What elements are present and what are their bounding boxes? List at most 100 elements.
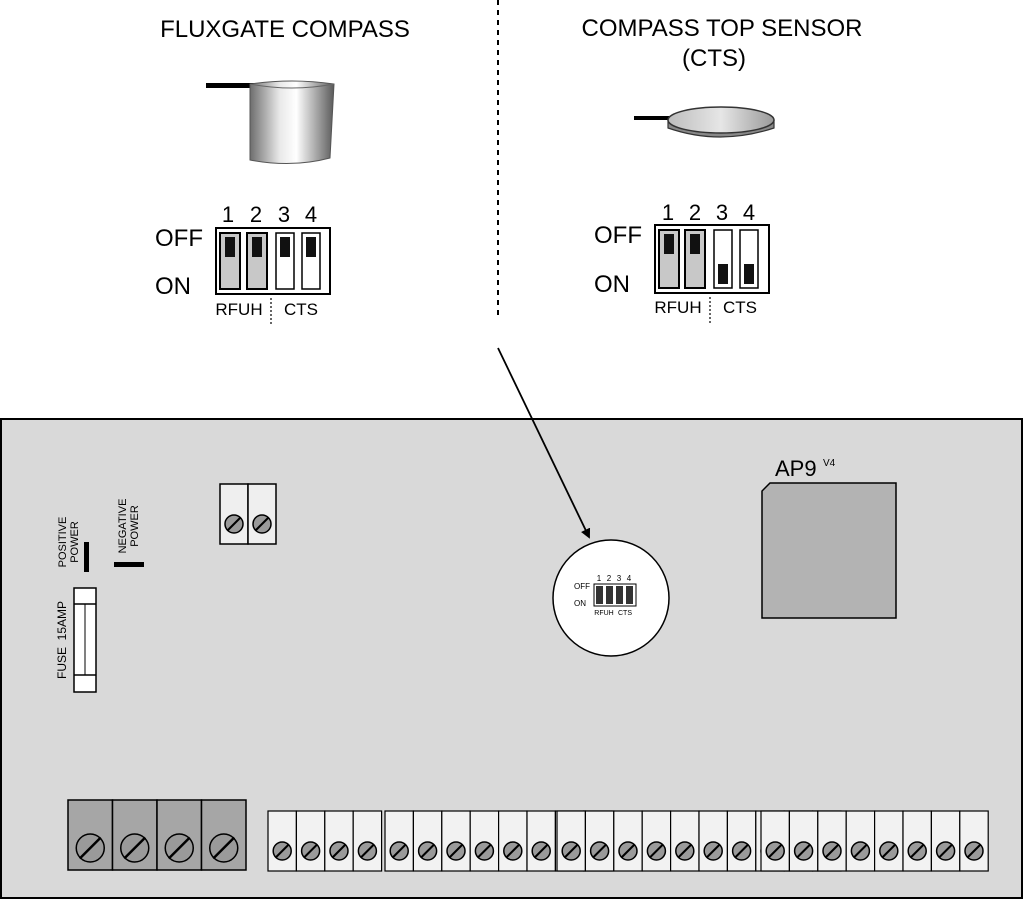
dip-number-4: 4 <box>743 200 755 225</box>
negative-power-text-1: NEGATIVE <box>117 499 129 554</box>
screw-icon <box>389 841 409 861</box>
callout-off-label: OFF <box>574 582 590 591</box>
screw-icon <box>675 841 695 861</box>
terminal-cell <box>726 810 757 872</box>
negative-power-label: NEGATIVE POWER <box>114 499 144 567</box>
screw-icon <box>935 841 956 861</box>
fuse: FUSE 15AMP <box>55 587 97 693</box>
dip-on-label: ON <box>594 271 630 298</box>
terminal-cell <box>817 810 847 872</box>
large-terminal-cell <box>67 799 114 871</box>
screw-icon <box>731 841 752 861</box>
screw-icon <box>850 841 871 861</box>
dip-number-2: 2 <box>250 202 262 227</box>
terminal-cell <box>556 810 586 872</box>
fluxgate-dip-switch: 1 2 3 4 OFF ON RFUH <box>155 202 331 324</box>
screw-icon <box>120 833 150 863</box>
terminal-cell <box>247 483 277 545</box>
callout-number-4: 4 <box>627 574 632 583</box>
large-terminal-cell <box>111 799 158 871</box>
terminal-cell <box>698 810 728 872</box>
cts-title-line2: (CTS) <box>682 45 746 72</box>
callout-number-3: 3 <box>617 574 622 583</box>
positive-power-text-1: POSITIVE <box>57 517 69 568</box>
small-terminal-block <box>219 483 277 545</box>
terminal-group <box>760 810 989 872</box>
chip-label: AP9 <box>775 456 817 481</box>
screw-icon <box>879 841 899 861</box>
terminal-cell <box>902 810 932 872</box>
dip-number-1: 1 <box>222 202 234 227</box>
dip-group-cts: CTS <box>723 298 757 317</box>
screw-icon <box>618 841 638 861</box>
screw-icon <box>503 841 523 861</box>
dip-switch-4 <box>739 229 759 289</box>
terminal-cell <box>219 483 249 545</box>
callout-number-1: 1 <box>597 574 602 583</box>
dip-switch-1 <box>658 229 680 289</box>
dip-switch-4 <box>301 232 321 290</box>
terminal-cell <box>526 810 556 872</box>
dip-switch-2 <box>246 232 268 290</box>
screw-icon <box>646 841 667 861</box>
large-terminal-cell <box>156 799 203 871</box>
dip-switch-1 <box>219 232 241 290</box>
screw-icon <box>300 841 321 861</box>
terminal-cell <box>959 810 989 872</box>
terminal-cell <box>295 810 326 872</box>
screw-icon <box>75 833 105 863</box>
negative-power-text-2: POWER <box>129 505 141 547</box>
screw-icon <box>531 841 551 861</box>
dip-callout: OFF ON 1 2 3 4 RFUH CTS <box>552 539 670 657</box>
screw-icon <box>589 841 610 861</box>
dip-number-2: 2 <box>689 200 701 225</box>
large-terminal-cell <box>200 799 247 871</box>
terminal-cell <box>930 810 961 872</box>
dip-group-cts: CTS <box>284 300 318 319</box>
negative-power-terminal <box>114 562 144 567</box>
terminal-cell <box>267 810 297 872</box>
terminal-group <box>267 810 383 872</box>
dip-switch-3 <box>713 229 733 289</box>
dip-switch-3 <box>275 232 295 290</box>
terminal-cell <box>845 810 876 872</box>
screw-icon <box>561 841 581 861</box>
screw-icon <box>164 833 194 863</box>
circuit-board: AP9 V4 POSITIVE POWER NEGATIVE POWER FUS… <box>0 418 1023 899</box>
dip-number-1: 1 <box>662 200 674 225</box>
screw-icon <box>964 841 984 861</box>
terminal-cell <box>412 810 443 872</box>
screw-icon <box>703 841 723 861</box>
screw-icon <box>446 841 466 861</box>
small-terminal-strip <box>267 810 989 872</box>
dip-number-3: 3 <box>716 200 728 225</box>
screw-icon <box>793 841 814 861</box>
screw-icon <box>329 841 349 861</box>
dip-off-label: OFF <box>155 225 203 252</box>
positive-power-label: POSITIVE POWER <box>57 517 89 572</box>
fluxgate-panel: FLUXGATE COMPASS 1 2 3 4 OFF ON <box>155 16 410 324</box>
callout-number-2: 2 <box>607 574 612 583</box>
ap9-chip <box>761 482 897 619</box>
terminal-cell <box>441 810 471 872</box>
terminal-cell <box>760 810 790 872</box>
dip-number-3: 3 <box>278 202 290 227</box>
dip-group-rfuh: RFUH <box>215 300 262 319</box>
callout-group-rfuh: RFUH <box>594 610 613 617</box>
cts-title-line1: COMPASS TOP SENSOR <box>582 15 863 42</box>
screw-icon <box>209 833 239 863</box>
chip-version: V4 <box>823 458 836 469</box>
terminal-cell <box>469 810 500 872</box>
screw-icon <box>357 841 378 861</box>
large-terminal-strip <box>67 799 247 871</box>
terminal-cell <box>352 810 383 872</box>
screw-icon <box>252 514 272 534</box>
terminal-cell <box>384 810 414 872</box>
compass-top-sensor-icon <box>634 106 775 138</box>
terminal-cell <box>498 810 528 872</box>
screw-icon <box>907 841 927 861</box>
dip-switch-2 <box>684 229 706 289</box>
dip-number-4: 4 <box>305 202 317 227</box>
callout-group-cts: CTS <box>618 610 632 617</box>
cts-panel: COMPASS TOP SENSOR (CTS) 1 2 3 4 OFF ON <box>582 15 863 324</box>
